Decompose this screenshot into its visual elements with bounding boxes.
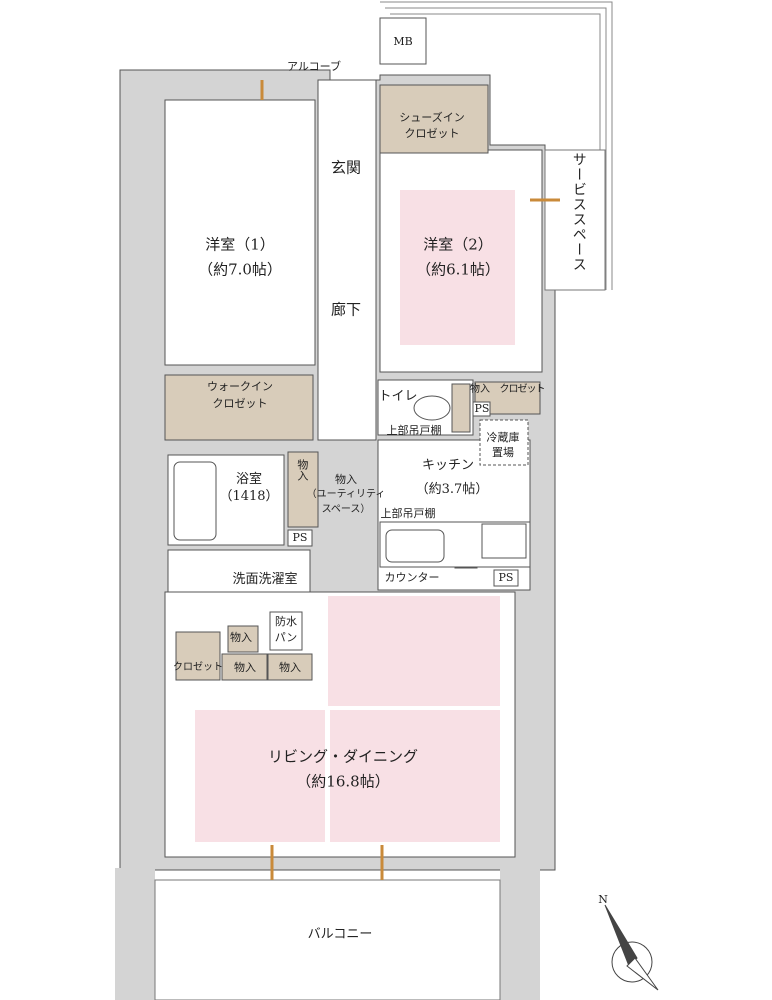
label-living-size: （約16.8帖） [296,772,390,791]
fridge-space [479,419,529,466]
storage-row-2 [267,653,313,681]
label-utility-2: （ユーティリティ [306,488,386,500]
room2-highlight [400,190,515,345]
label-kitchen-size: （約3.7帖） [415,481,489,497]
label-hallway: 廊下 [330,300,362,319]
stove [481,523,527,559]
label-walkin-2: クロゼット [212,397,268,411]
ps-box-3 [493,569,519,587]
service-space-area [544,149,606,291]
toilet-cabinet [451,383,471,433]
label-western1-size: （約7.0帖） [198,260,282,279]
label-ps-1: PS [474,402,490,416]
ps-box-1 [472,401,491,417]
ps-box-2 [287,529,313,547]
bathtub [173,461,217,541]
label-upper-cabinet-toilet: 上部吊戸棚 [386,424,442,438]
label-storage-wash: 物入 [230,631,252,645]
label-counter: カウンター [384,571,440,585]
label-shoes-closet-1: シューズイン [399,111,465,125]
walkin-closet [164,374,314,441]
compass-icon [604,904,659,991]
label-walkin-1: ウォークイン [207,380,273,394]
label-storage-small: 物入 [470,383,490,395]
label-shoes-closet-2: クロゼット [404,127,460,141]
label-ps-2: PS [292,531,308,545]
label-ps-3: PS [498,571,514,585]
mb-box [379,17,427,65]
label-kitchen: キッチン [421,457,475,473]
western-room-1 [164,99,316,366]
hallway-area [317,79,377,441]
label-storage-row-1: 物入 [234,661,256,675]
label-upper-cabinet-kitchen: 上部吊戸棚 [380,507,436,521]
toilet-bowl [413,395,451,421]
label-toilet: トイレ [378,388,418,404]
label-mb: MB [393,35,413,49]
label-pan-2: パン [274,631,298,645]
label-storage-row-2: 物入 [279,661,301,675]
label-utility-3: スペース） [321,503,371,515]
window-marks [260,80,560,880]
label-north: N [598,893,608,907]
label-western2: 洋室（2） [423,235,493,254]
label-utility-1: 物入 [335,473,357,487]
living-highlight-3 [330,710,500,842]
living-highlight-1 [328,596,500,706]
living-highlight-2 [195,710,325,842]
closet-row-box [175,631,221,681]
label-alcove: アルコーブ [286,60,342,74]
kitchen-sink [385,529,445,563]
label-bath: 浴室 [235,471,263,487]
label-closet-row: クロゼット [173,661,223,673]
label-fridge-2: 置場 [492,446,514,460]
label-western1: 洋室（1） [205,235,275,254]
label-entrance: 玄関 [330,158,362,177]
waterproof-pan [269,611,303,651]
label-washroom: 洗面洗濯室 [232,571,298,587]
label-western2-size: （約6.1帖） [416,260,500,279]
label-storage-bath: 物入 [295,459,309,481]
label-bath-size: （1418） [219,488,279,504]
label-fridge-1: 冷蔵庫 [486,431,520,445]
label-closet-small: クロゼット [499,383,546,395]
storage-row-1 [221,653,268,681]
label-living: リビング・ダイニング [267,747,419,766]
label-pan-1: 防水 [275,615,297,629]
balcony-floor [154,879,501,1000]
shoes-closet [379,84,489,154]
balcony-walls [115,868,540,1000]
label-balcony: バルコニー [307,926,373,942]
utility-storage [287,451,319,528]
wash-storage [227,625,259,653]
label-service-space: サービススペース [570,152,587,272]
